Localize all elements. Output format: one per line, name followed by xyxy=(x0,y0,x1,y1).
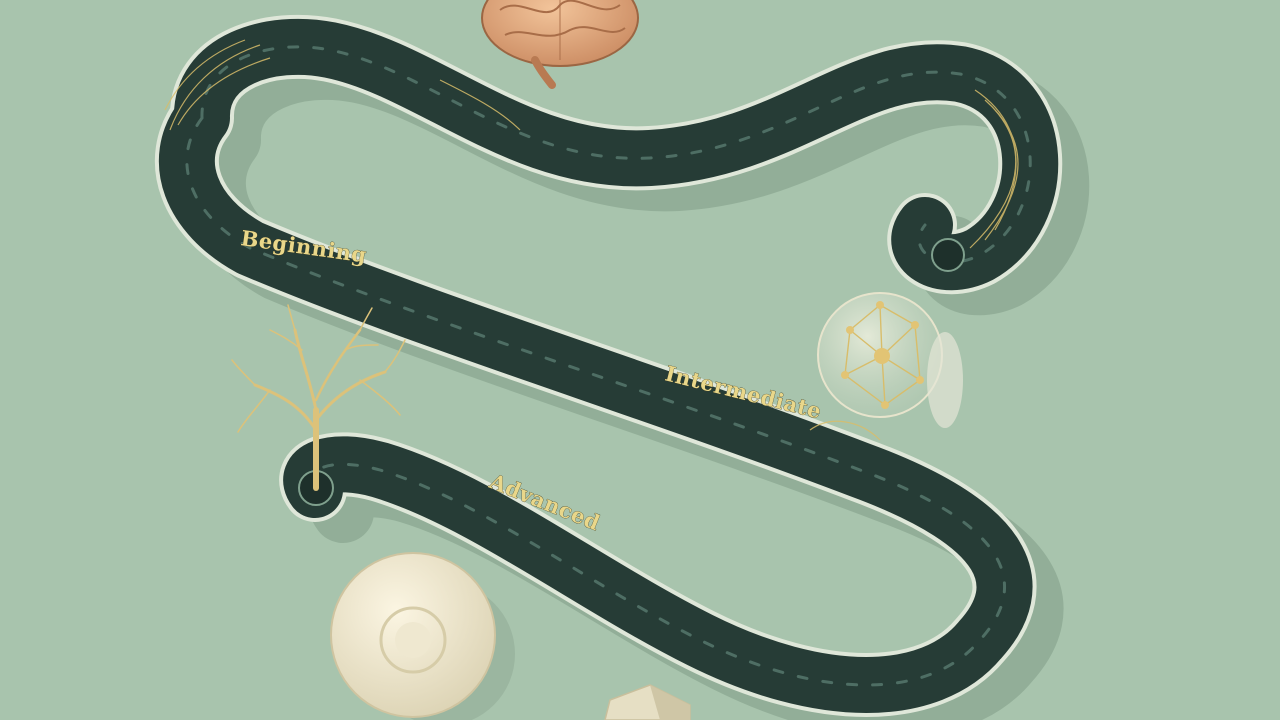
tree-icon xyxy=(231,304,406,491)
block-icon xyxy=(604,684,691,720)
brain-icon xyxy=(481,0,639,89)
disc-icon xyxy=(330,552,515,720)
gold-fibres xyxy=(164,39,1019,441)
road-end-top xyxy=(931,238,965,272)
network-sphere-icon xyxy=(817,292,963,428)
road-dashes xyxy=(185,45,1032,687)
